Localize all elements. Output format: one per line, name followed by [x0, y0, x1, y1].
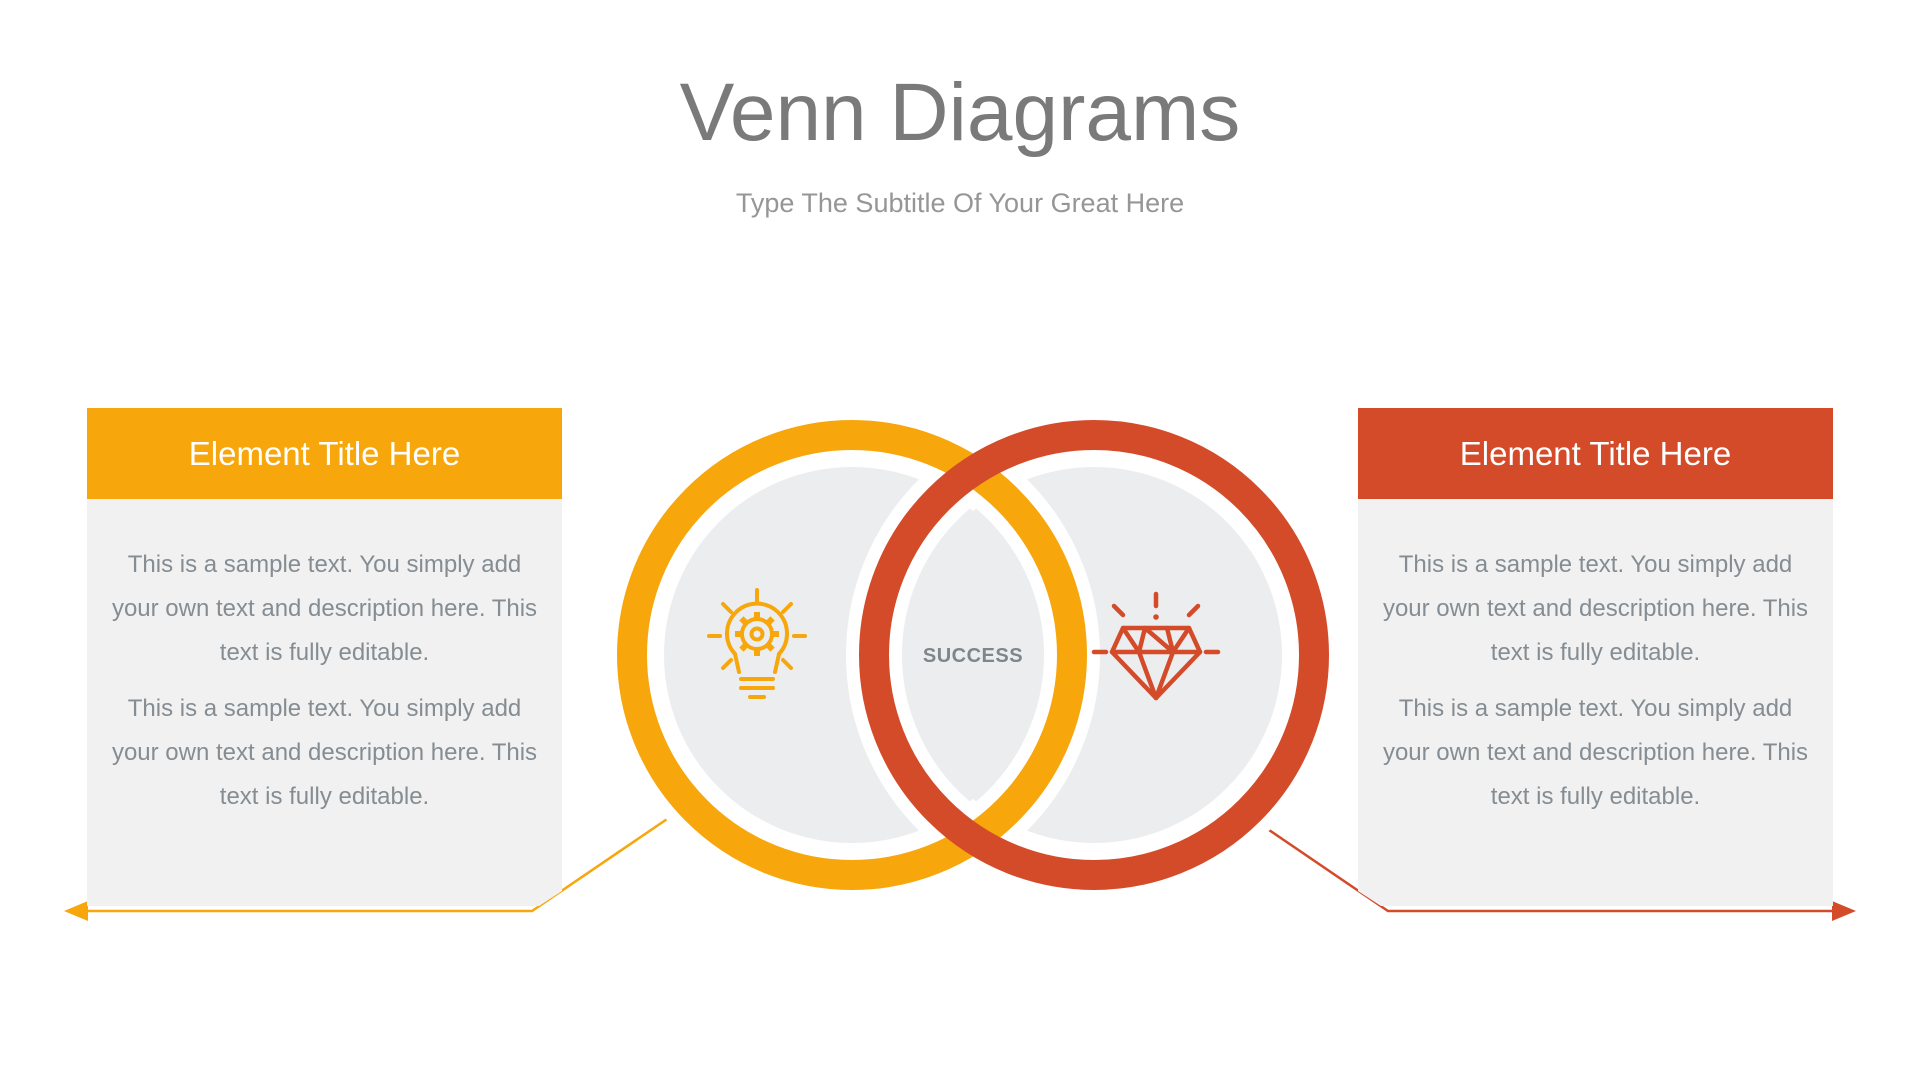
- right-arrowhead-icon: [1832, 901, 1856, 921]
- connector-arrow-left: [64, 798, 696, 921]
- left-element-card: Element Title Here This is a sample text…: [87, 408, 562, 906]
- right-element-card: Element Title Here This is a sample text…: [1358, 408, 1833, 906]
- diamond-sparkle-dot: [1153, 614, 1159, 620]
- right-card-paragraph-2: This is a sample text. You simply add yo…: [1382, 695, 1809, 810]
- left-ring: [617, 420, 1087, 890]
- diamond-icon: [1091, 591, 1221, 701]
- left-card-paragraph-2: This is a sample text. You simply add yo…: [111, 695, 538, 810]
- left-card-body: This is a sample text. You simply add yo…: [87, 499, 562, 906]
- left-card-title: Element Title Here: [87, 408, 562, 499]
- page-subtitle: Type The Subtitle Of Your Great Here: [735, 188, 1185, 218]
- page-title: Venn Diagrams: [679, 67, 1241, 158]
- venn-center-label: SUCCESS: [922, 645, 1024, 667]
- left-card-paragraph-1: This is a sample text. You simply add yo…: [111, 551, 538, 666]
- right-card-body: This is a sample text. You simply add yo…: [1358, 499, 1833, 906]
- idea-bulb-gear-icon: [707, 588, 807, 699]
- right-card-paragraph-1: This is a sample text. You simply add yo…: [1382, 551, 1809, 666]
- right-ring: [859, 420, 1329, 890]
- right-card-title: Element Title Here: [1358, 408, 1833, 499]
- left-arrowhead-icon: [64, 901, 88, 921]
- connector-arrow-right: [1224, 798, 1856, 921]
